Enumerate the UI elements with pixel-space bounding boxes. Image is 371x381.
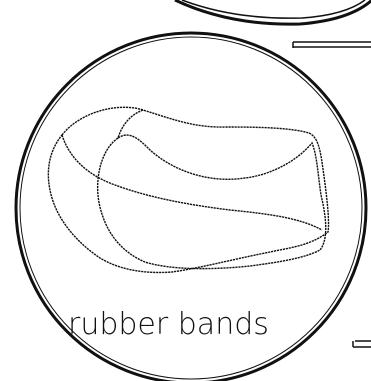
top-circle-arc-inner: [182, 0, 365, 18]
diagram-label: rubber bands: [68, 307, 269, 342]
